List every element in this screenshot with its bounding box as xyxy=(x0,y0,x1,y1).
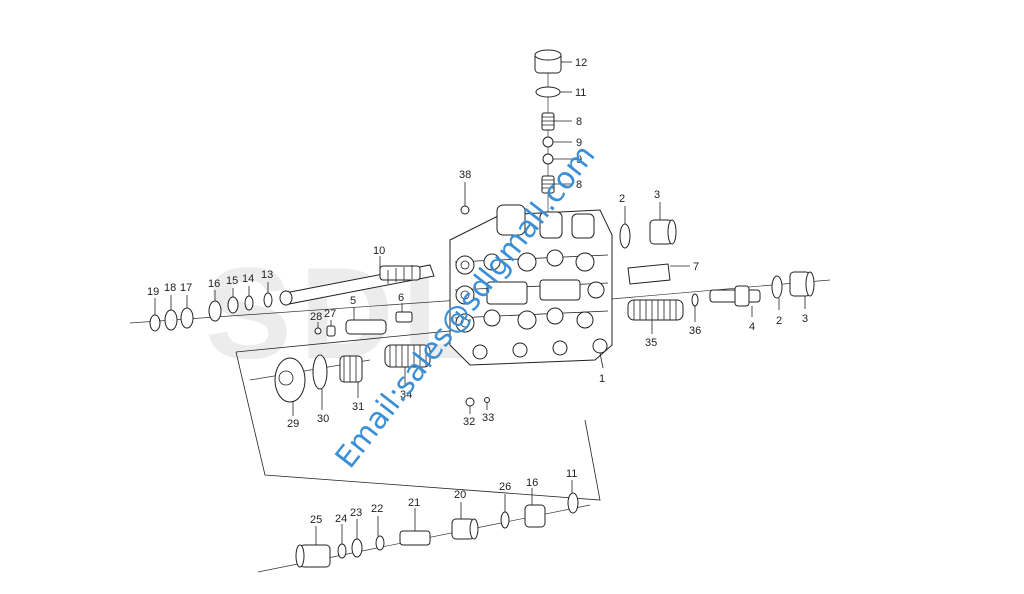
callout-27: 26 xyxy=(499,481,511,493)
plate xyxy=(627,263,671,285)
callouts: 12 11 8 9 9 8 38 2 3 7 10 13 14 15 16 17… xyxy=(147,57,808,545)
spool-10 xyxy=(279,264,435,306)
valve-4 xyxy=(709,285,761,307)
callout-9-b: 9 xyxy=(576,154,582,166)
ring-18 xyxy=(164,309,178,331)
valve-body xyxy=(449,204,613,366)
callout-11-top: 11 xyxy=(575,87,586,99)
ring-13 xyxy=(263,292,273,308)
oring-11-top xyxy=(535,86,561,98)
plug-28 xyxy=(326,325,336,337)
ball-9-a xyxy=(542,136,554,148)
ring-15 xyxy=(227,296,239,314)
ring-14 xyxy=(244,295,254,311)
oring-2-lower xyxy=(771,275,783,299)
ring-37 xyxy=(691,293,699,307)
valve-5 xyxy=(345,319,387,335)
callout-15: 15 xyxy=(226,275,238,287)
plug-26 xyxy=(295,544,331,568)
valve-22 xyxy=(399,530,431,546)
oring-2-upper xyxy=(619,223,631,249)
ring-23 xyxy=(375,535,385,551)
ring-24 xyxy=(351,538,363,558)
callout-2-upper: 2 xyxy=(619,193,625,205)
callout-2-lower: 2 xyxy=(776,315,782,327)
ring-27 xyxy=(500,511,510,529)
callout-18: 18 xyxy=(164,282,176,294)
callout-17: 17 xyxy=(180,282,192,294)
callout-31: 30 xyxy=(317,413,329,425)
callout-16: 16 xyxy=(208,278,220,290)
callout-21: 20 xyxy=(454,489,466,501)
spring-6 xyxy=(395,311,413,323)
plug-3-lower xyxy=(789,271,815,297)
plug-38 xyxy=(460,205,470,215)
bracket-top xyxy=(235,329,461,353)
callout-36: 35 xyxy=(645,337,657,349)
ring-19 xyxy=(149,314,161,332)
oring-31 xyxy=(312,354,328,390)
callout-23: 22 xyxy=(371,503,383,515)
callout-37: 36 xyxy=(689,325,701,337)
ring-16 xyxy=(208,300,222,322)
callout-22: 21 xyxy=(408,497,420,509)
ball-29 xyxy=(314,327,322,335)
callout-6: 6 xyxy=(398,292,404,304)
callout-1: 1 xyxy=(599,373,605,385)
callout-10: 10 xyxy=(373,245,385,257)
callout-11-bottom: 11 xyxy=(566,468,577,480)
callout-30: 29 xyxy=(287,418,299,430)
plug-30 xyxy=(274,357,306,403)
callout-28: 27 xyxy=(324,308,336,320)
callout-25: 24 xyxy=(335,513,347,525)
callout-35: 34 xyxy=(400,389,412,401)
sleeve-21 xyxy=(451,518,479,540)
callout-32: 31 xyxy=(352,401,364,413)
callout-34: 33 xyxy=(482,412,494,424)
spring-36 xyxy=(627,299,684,321)
plug-33 xyxy=(465,397,475,407)
cap-12 xyxy=(534,49,562,74)
spring-35 xyxy=(384,344,431,368)
callout-7: 7 xyxy=(693,261,699,273)
callout-38: 38 xyxy=(459,169,471,181)
callout-13: 13 xyxy=(261,269,273,281)
callout-8-top: 8 xyxy=(576,116,582,128)
callout-33: 32 xyxy=(463,416,475,428)
callout-12: 12 xyxy=(575,57,587,69)
callout-24: 23 xyxy=(350,507,362,519)
ball-34 xyxy=(484,397,490,403)
plug-3-upper xyxy=(649,219,677,245)
spring-8-top xyxy=(541,112,555,131)
callout-14: 14 xyxy=(242,273,254,285)
callout-9-a: 9 xyxy=(576,137,582,149)
ring-17 xyxy=(180,307,194,329)
ball-9-b xyxy=(542,153,554,165)
callout-3-upper: 3 xyxy=(654,189,660,201)
callout-20: 16 xyxy=(526,477,538,489)
callout-26: 25 xyxy=(310,514,322,526)
ring-25 xyxy=(337,543,347,559)
callout-29: 28 xyxy=(310,311,322,323)
bracket-lower xyxy=(235,351,601,501)
callout-19: 19 xyxy=(147,286,159,298)
callout-3-lower: 3 xyxy=(802,313,808,325)
spring-32 xyxy=(339,355,363,383)
plug-20 xyxy=(524,504,546,528)
oring-11-bottom xyxy=(567,492,579,514)
callout-4: 4 xyxy=(749,321,755,333)
callout-8-bottom: 8 xyxy=(576,179,582,191)
callout-5: 5 xyxy=(350,295,356,307)
